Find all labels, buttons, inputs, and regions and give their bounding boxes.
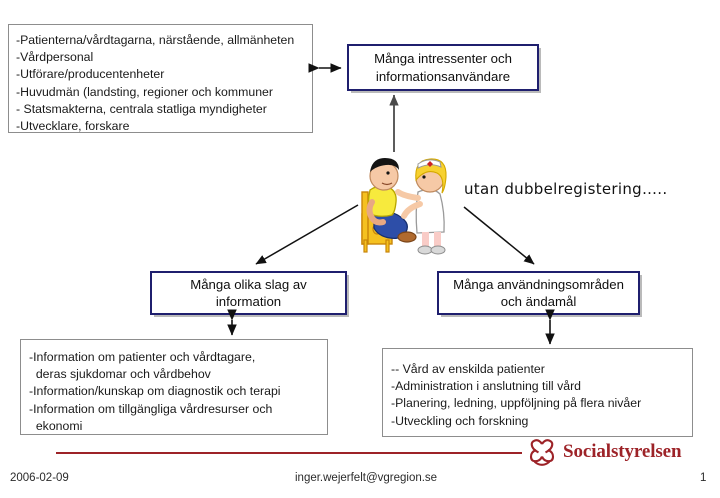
list-item: -Information/kunskap om diagnostik och t… — [29, 384, 281, 399]
stakeholders-title-text: Många intressenter och informationsanvänd… — [374, 50, 512, 85]
socialstyrelsen-logo: Socialstyrelsen — [525, 437, 682, 467]
list-item: -Utvecklare, forskare — [16, 119, 130, 134]
list-item: - Statsmakterna, centrala statliga myndi… — [16, 101, 267, 116]
list-item: -Administration i anslutning till vård — [391, 379, 582, 394]
list-item: -- Vård av enskilda patienter — [391, 362, 545, 376]
stakeholders-title-box: Många intressenter och informationsanvänd… — [347, 44, 539, 91]
footer-email: inger.wejerfelt@vgregion.se — [295, 472, 438, 484]
arrow-to-usage-box — [463, 206, 535, 265]
information-detail-list: -Information om patienter och vårdtagare… — [29, 349, 327, 435]
socialstyrelsen-wordmark: Socialstyrelsen — [563, 441, 682, 462]
title-line-2: information — [215, 294, 282, 309]
nurse-examining-patient-illustration — [361, 158, 447, 255]
socialstyrelsen-heart-icon — [529, 439, 555, 466]
list-item: -Vårdpersonal — [16, 50, 94, 65]
information-title-box: Många olika slag av information — [150, 271, 347, 315]
list-item: -Information om tillgängliga vårdresurse… — [29, 401, 273, 416]
title-line-1: Många intressenter och — [374, 51, 512, 66]
title-line-2: informationsanvändare — [375, 68, 511, 84]
list-item: -Planering, ledning, uppföljning på fler… — [391, 396, 642, 411]
title-line-1: Många användningsområden — [453, 276, 624, 292]
footer-page-number: 1 — [700, 472, 707, 484]
footer-date: 2006-02-09 — [10, 472, 69, 484]
list-item: deras sjukdomar och vårdbehov — [29, 367, 211, 382]
information-title-text: Många olika slag av information — [190, 276, 307, 311]
list-item: -Utveckling och forskning — [391, 413, 529, 428]
usage-title-box: Många användningsområden och ändamål — [437, 271, 640, 315]
usage-detail-list: -- Vård av enskilda patienter -Administr… — [391, 361, 692, 430]
list-item: -Huvudmän (landsting, regioner och kommu… — [16, 84, 273, 99]
list-item: -Patienterna/vårdtagarna, närstående, al… — [16, 33, 295, 47]
usage-detail-box: -- Vård av enskilda patienter -Administr… — [382, 348, 693, 437]
stakeholders-list-box: -Patienterna/vårdtagarna, närstående, al… — [8, 24, 313, 133]
arrow-to-information-box — [255, 204, 359, 265]
title-line-2: och ändamål — [500, 294, 577, 309]
list-item: -Information om patienter och vårdtagare… — [29, 350, 256, 364]
usage-title-text: Många användningsområden och ändamål — [453, 276, 624, 311]
title-line-1: Många olika slag av — [190, 276, 307, 292]
footer-red-rule — [56, 452, 522, 454]
list-item: ekonomi — [29, 418, 83, 433]
caption-utan-dubbelregistering: utan dubbelregistering….. — [464, 180, 668, 198]
stakeholders-list: -Patienterna/vårdtagarna, närstående, al… — [16, 32, 312, 135]
list-item: -Utförare/producentenheter — [16, 67, 165, 82]
information-detail-box: -Information om patienter och vårdtagare… — [20, 339, 328, 435]
